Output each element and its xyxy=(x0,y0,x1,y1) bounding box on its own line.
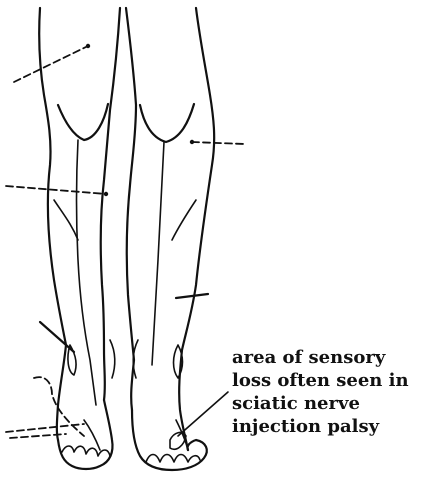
boundary-markers xyxy=(6,44,244,438)
right-toes xyxy=(146,455,200,463)
right-leg xyxy=(126,8,214,470)
marker-upper-thigh-dot xyxy=(86,44,90,48)
marker-left-ankle xyxy=(40,322,74,352)
right-leg-outer-contour xyxy=(179,8,214,450)
caption-line-3: sciatic nerve xyxy=(232,392,444,415)
caption-pointer xyxy=(178,392,228,436)
right-shin-line xyxy=(152,142,164,365)
right-kneecap xyxy=(140,104,194,142)
caption-line-4: injection palsy xyxy=(232,415,444,438)
left-leg xyxy=(39,8,120,469)
marker-left-toes xyxy=(6,424,84,432)
left-foot-arch xyxy=(84,420,100,450)
caption-line-2: loss often seen in xyxy=(232,369,444,392)
left-kneecap xyxy=(58,104,108,140)
left-leg-outer-contour xyxy=(39,8,66,440)
marker-right-lower-leg xyxy=(176,294,208,298)
right-calf-line xyxy=(172,200,196,240)
marker-right-knee-dot xyxy=(190,140,194,144)
marker-right-knee xyxy=(192,142,244,144)
left-calf-line xyxy=(54,200,78,240)
marker-left-shin-dot xyxy=(104,192,108,196)
marker-left-shin xyxy=(6,186,106,194)
left-toes xyxy=(62,446,110,456)
marker-upper-thigh xyxy=(14,46,88,82)
caption-annotation: area of sensory loss often seen in sciat… xyxy=(232,346,444,438)
left-ankle-inner xyxy=(110,340,115,378)
caption-line-1: area of sensory xyxy=(232,346,444,369)
marker-left-foot-curve xyxy=(34,377,84,436)
left-shin-line xyxy=(77,140,97,405)
